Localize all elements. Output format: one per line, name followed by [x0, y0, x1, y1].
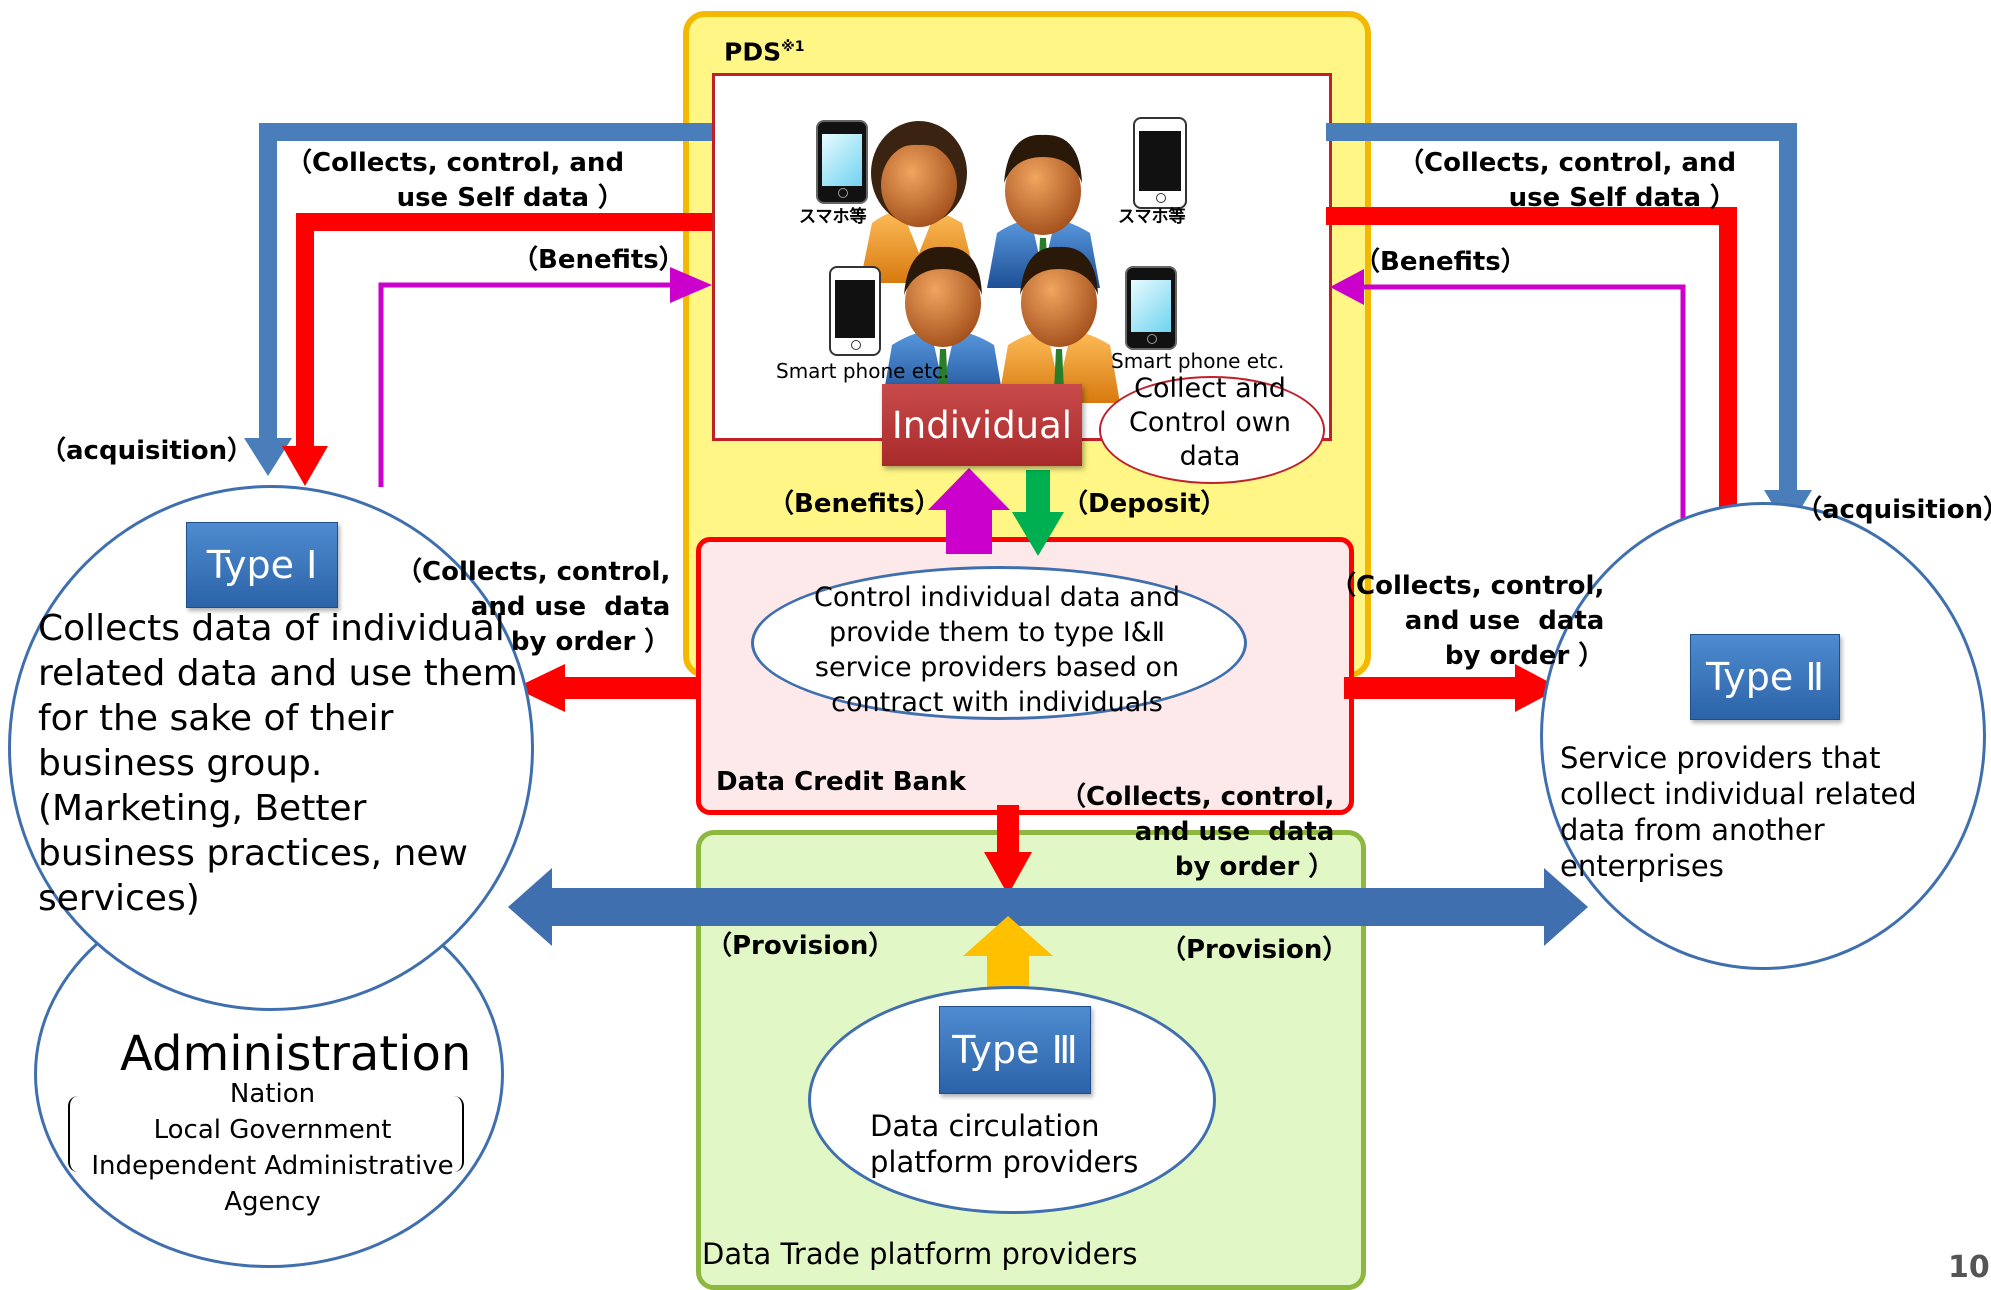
- person-1: [860, 121, 977, 283]
- red-arrowhead-down: [984, 852, 1032, 895]
- type3-description: Data circulation platform providers: [870, 1109, 1139, 1179]
- label-right-collect: （Collects, control, and use Self data ）: [1398, 148, 1737, 213]
- smartphone-icon: [1125, 266, 1177, 350]
- orange-arrow-up-shaft: [987, 954, 1029, 988]
- type1-label: Type Ⅰ: [186, 522, 338, 608]
- phone-label-en-left: Smart phone etc.: [776, 359, 950, 383]
- red-arrowhead-to-type2: [1515, 664, 1560, 712]
- bank-description-oval: [751, 566, 1247, 720]
- label-left-acquisition: （acquisition）: [40, 436, 254, 466]
- red-arrow-to-type2-shaft: [1344, 677, 1520, 699]
- label-center-benefits: （Benefits）: [768, 489, 941, 519]
- orange-arrowhead-up: [963, 916, 1053, 956]
- label-bottom-order: （Collects, control, and use data by orde…: [1060, 782, 1335, 882]
- page-number: 10: [1948, 1250, 1990, 1285]
- red-arrow-left: [296, 213, 712, 450]
- individual-note: Collect and Control own data: [1129, 373, 1291, 472]
- pds-title: PDS※1: [724, 37, 805, 67]
- label-center-deposit: （Deposit）: [1062, 489, 1227, 519]
- data-trade-title: Data Trade platform providers: [702, 1237, 1138, 1271]
- green-arrowhead-down: [1012, 512, 1064, 556]
- red-arrow-down-shaft: [997, 805, 1019, 855]
- purple-arrow-left: [378, 282, 680, 487]
- purple-arrow-up-shaft: [946, 508, 992, 554]
- administration-item: Independent Administrative: [91, 1151, 454, 1181]
- green-arrow-down-shaft: [1026, 470, 1050, 514]
- blue-arrow-left: [259, 123, 712, 450]
- administration-item: Local Government: [153, 1115, 392, 1145]
- administration-item: Agency: [224, 1187, 321, 1217]
- blue-double-arrow-shaft: [548, 888, 1548, 926]
- individual-box: Individual: [882, 384, 1082, 466]
- smartphone-icon: [829, 266, 881, 356]
- red-arrow-right: [1326, 207, 1737, 515]
- label-right-provision: （Provision）: [1160, 935, 1349, 965]
- type2-description: Service providers that collect individua…: [1560, 741, 1917, 883]
- administration-item: Nation: [229, 1079, 316, 1109]
- data-credit-bank-title: Data Credit Bank: [716, 767, 966, 797]
- red-arrow-to-type1-shaft: [560, 677, 696, 699]
- type3-label: Type Ⅲ: [939, 1006, 1091, 1094]
- red-arrowhead-left: [282, 446, 328, 486]
- label-left-collect: （Collects, control, and use Self data ）: [286, 148, 625, 213]
- phone-label-jp-left: スマホ等: [799, 207, 867, 227]
- purple-arrow-right: [1356, 284, 1686, 560]
- administration-bracket: [68, 1096, 464, 1172]
- smartphone-icon: [816, 120, 868, 204]
- blue-arrowhead-left: [244, 438, 292, 476]
- blue-arrow-right: [1326, 123, 1797, 500]
- administration-list: Nation Local Government Independent Admi…: [60, 1076, 485, 1220]
- purple-arrowhead-right: [1330, 269, 1364, 305]
- blue-double-arrowhead-left: [508, 868, 552, 946]
- label-right-benefits: （Benefits）: [1354, 247, 1527, 277]
- label-left-benefits: （Benefits）: [512, 245, 685, 275]
- label-right-order: （Collects, control, and use data by orde…: [1330, 571, 1605, 671]
- individual-note-oval: [1099, 376, 1325, 484]
- purple-arrowhead-left: [670, 267, 712, 303]
- smartphone-icon: [1133, 117, 1187, 209]
- label-left-order: （Collects, control, and use data by orde…: [396, 557, 671, 657]
- phone-label-jp-right: スマホ等: [1118, 207, 1186, 227]
- administration-title: Administration: [120, 1026, 472, 1082]
- purple-arrowhead-up: [928, 468, 1010, 510]
- type2-label: Type Ⅱ: [1690, 634, 1840, 720]
- red-arrowhead-to-type1: [515, 664, 565, 712]
- people-illustration: [860, 121, 1120, 403]
- phone-label-en-right: Smart phone etc.: [1111, 349, 1285, 373]
- label-left-provision: （Provision）: [706, 931, 895, 961]
- blue-double-arrowhead-right: [1544, 868, 1588, 946]
- label-right-acquisition: （acquisition）: [1796, 495, 1991, 525]
- type2-circle: [1540, 502, 1986, 970]
- type1-description: Collects data of individual related data…: [38, 608, 518, 919]
- bank-description: Control individual data and provide them…: [814, 582, 1180, 718]
